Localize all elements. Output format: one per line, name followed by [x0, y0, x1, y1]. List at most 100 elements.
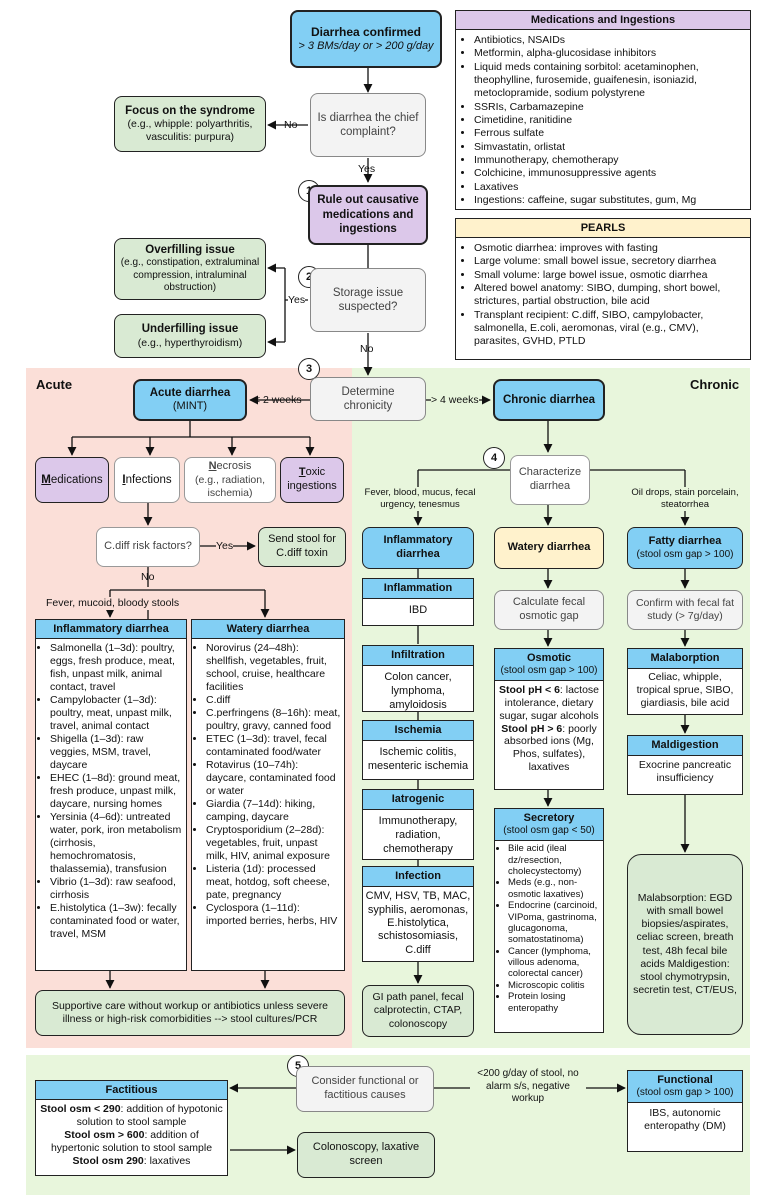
medication-item: SSRIs, Carbamazepine	[474, 101, 744, 114]
osmotic-ph-lt-text: : lactose intolerance, dietary sugar, su…	[499, 684, 600, 722]
mint-toxic-box: Toxic ingestions	[280, 457, 344, 503]
functional-criteria-text: <200 g/day of stool, no alarm s/s, negat…	[477, 1068, 579, 1104]
acute-watery-item: Rotavirus (10–74h): daycare, contaminate…	[206, 759, 341, 798]
secretory-item: Endocrine (carcinoid, VIPoma, gastrinoma…	[508, 900, 601, 946]
chronic-diarrhea-title: Chronic diarrhea	[502, 393, 596, 406]
send-stool-box: Send stool for C.diff toxin	[258, 527, 346, 567]
chronic-watery-box: Watery diarrhea	[494, 527, 604, 569]
underfilling-box: Underfilling issue (e.g., hyperthyroidis…	[114, 314, 266, 358]
factitious-osm-high-text: : addition of hypertonic solution to sto…	[50, 1129, 213, 1155]
infection-body: CMV, HSV, TB, MAC, syphilis, aeromonas, …	[365, 890, 471, 956]
chronic-diarrhea-box: Chronic diarrhea	[493, 379, 605, 421]
iatrogenic-head: Iatrogenic	[363, 790, 473, 811]
mint-medications-text: Medications	[41, 473, 102, 487]
inflammation-stack: Inflammation IBD	[362, 578, 474, 626]
mint-toxic-rest: oxic	[305, 466, 326, 479]
functional-head: Functional (stool osm gap > 100)	[628, 1071, 742, 1104]
focus-syndrome-box: Focus on the syndrome (e.g., whipple: po…	[114, 96, 266, 152]
diarrhea-confirmed-box: Diarrhea confirmed > 3 BMs/day or > 200 …	[290, 10, 442, 68]
diarrhea-confirmed-title: Diarrhea confirmed	[310, 24, 422, 39]
infiltration-body: Colon cancer, lymphoma, amyloidosis	[384, 671, 452, 712]
rule-out-meds-text: Rule out causative medications and inges…	[317, 194, 419, 236]
pearl-item: Osmotic diarrhea: improves with fasting	[474, 242, 744, 255]
ischemia-head: Ischemia	[363, 721, 473, 742]
medication-item: Liquid meds containing sorbitol: acetami…	[474, 61, 744, 101]
underfilling-body: (e.g., hyperthyroidism)	[137, 336, 243, 349]
factitious-title: Factitious	[36, 1081, 227, 1100]
confirm-fecal-fat-text: Confirm with fecal fat study (> 7g/day)	[635, 596, 735, 622]
medications-title: Medications and Ingestions	[456, 11, 750, 30]
acute-inflammatory-item: Yersinia (4–6d): untreated water, pork, …	[50, 811, 183, 876]
chronic-fatty-criteria-text: Oil drops, stain porcelain, steatorrhea	[631, 487, 739, 510]
acute-inflammatory-item: Campylobacter (1–3d): poultry, meat, unp…	[50, 694, 183, 733]
consider-functional-text: Consider functional or factitious causes	[311, 1075, 419, 1101]
acute-inflammatory-panel: Inflammatory diarrhea Salmonella (1–3d):…	[35, 619, 187, 971]
functional-criteria-label: <200 g/day of stool, no alarm s/s, negat…	[470, 1068, 586, 1106]
supportive-care-box: Supportive care without workup or antibi…	[35, 990, 345, 1036]
focus-syndrome-body: (e.g., whipple: polyarthritis, vasculiti…	[127, 118, 253, 144]
pearls-panel: PEARLS Osmotic diarrhea: improves with f…	[455, 218, 751, 360]
malabsorption-body: Celiac, whipple, tropical sprue, SIBO, g…	[636, 671, 734, 709]
medications-panel: Medications and Ingestions Antibiotics, …	[455, 10, 751, 210]
yes-label: Yes	[358, 163, 376, 175]
chief-complaint-question: Is diarrhea the chief complaint?	[310, 93, 426, 157]
storage-issue-question: Storage issue suspected?	[310, 268, 426, 332]
calculate-gap-box: Calculate fecal osmotic gap	[494, 590, 604, 630]
acute-watery-item: ETEC (1–3d): travel, fecal contaminated …	[206, 733, 341, 759]
fatty-workup-text: Malabsorption: EGD with small bowel biop…	[633, 892, 737, 996]
colonoscopy-box: Colonoscopy, laxative screen	[297, 1132, 435, 1178]
mint-medications-box: Medications	[35, 457, 109, 503]
acute-watery-list: Norovirus (24–48h): shellfish, vegetable…	[192, 639, 344, 931]
osmotic-body: Stool pH < 6: lactose intolerance, dieta…	[495, 681, 603, 777]
medication-item: Ferrous sulfate	[474, 127, 744, 140]
infiltration-stack: Infiltration Colon cancer, lymphoma, amy…	[362, 645, 474, 712]
acute-diarrhea-mint: (MINT)	[172, 400, 208, 413]
send-stool-text: Send stool for C.diff toxin	[268, 533, 336, 559]
chronic-fatty-criteria: Oil drops, stain porcelain, steatorrhea	[622, 487, 748, 511]
cdiff-no-label: No	[141, 571, 155, 583]
gt-4-weeks-label: > 4 weeks	[431, 394, 479, 408]
osmotic-ph-gt-label: Stool pH > 6	[501, 722, 563, 735]
acute-inflammatory-item: Vibrio (1–3d): raw seafood, cirrhosis	[50, 876, 183, 902]
chronic-inflammatory-box: Inflammatory diarrhea	[362, 527, 474, 569]
inflammation-body: IBD	[408, 604, 428, 617]
calculate-gap-text: Calculate fecal osmotic gap	[512, 596, 586, 622]
malabsorption-head: Malaborption	[628, 649, 742, 670]
mint-medications-letter: M	[41, 473, 51, 486]
acute-watery-item: Cyclospora (1–11d): imported berries, he…	[206, 902, 341, 928]
factitious-osm-high-label: Stool osm > 600	[64, 1129, 145, 1142]
infection-stack: Infection CMV, HSV, TB, MAC, syphilis, a…	[362, 866, 474, 962]
acute-diarrhea-title: Acute diarrhea	[149, 386, 231, 399]
pearls-title: PEARLS	[456, 219, 750, 238]
osmotic-panel: Osmotic (stool osm gap > 100) Stool pH <…	[494, 648, 604, 790]
functional-sub: (stool osm gap > 100)	[636, 1087, 734, 1099]
cdiff-yes-label: Yes	[216, 540, 234, 554]
mint-medications-rest: edications	[50, 473, 103, 486]
cdiff-risk-question: C.diff risk factors?	[96, 527, 200, 567]
consider-functional-box: Consider functional or factitious causes	[296, 1066, 434, 1112]
pearl-item: Transplant recipient: C.diff, SIBO, camp…	[474, 309, 744, 349]
osmotic-head: Osmotic (stool osm gap > 100)	[495, 649, 603, 682]
secretory-head: Secretory (stool osm gap < 50)	[495, 809, 603, 842]
medications-list: Antibiotics, NSAIDsMetformin, alpha-gluc…	[456, 30, 750, 211]
medication-item: Cimetidine, ranitidine	[474, 114, 744, 127]
acute-watery-item: C.perfringens (8–16h): meat, poultry, gr…	[206, 707, 341, 733]
colonoscopy-text: Colonoscopy, laxative screen	[312, 1141, 420, 1167]
osmotic-ph-lt-label: Stool pH < 6	[498, 684, 560, 697]
secretory-list: Bile acid (ileal dz/resection, cholecyst…	[495, 841, 603, 1016]
acute-inflammatory-item: Salmonella (1–3d): poultry, eggs, fresh …	[50, 642, 183, 694]
chronic-inflammatory-title: Inflammatory diarrhea	[383, 534, 453, 560]
medication-item: Ingestions: caffeine, sugar substitutes,…	[474, 194, 744, 207]
factitious-osm-290-text: : laxatives	[143, 1155, 191, 1168]
secretory-item: Bile acid (ileal dz/resection, cholecyst…	[508, 843, 601, 877]
factitious-osm-290-label: Stool osm 290	[72, 1155, 144, 1168]
mint-necrosis-box: Necrosis (e.g., radiation, ischemia)	[184, 457, 276, 503]
storage-no-label: No	[360, 343, 374, 355]
infiltration-head: Infiltration	[363, 646, 473, 667]
mint-necrosis-sub: (e.g., radiation, ischemia)	[194, 473, 266, 499]
pearl-item: Small volume: large bowel issue, osmotic…	[474, 269, 744, 282]
mint-infections-box: Infections	[114, 457, 180, 503]
acute-region-label: Acute	[36, 377, 73, 392]
maldigestion-head: Maldigestion	[628, 736, 742, 757]
